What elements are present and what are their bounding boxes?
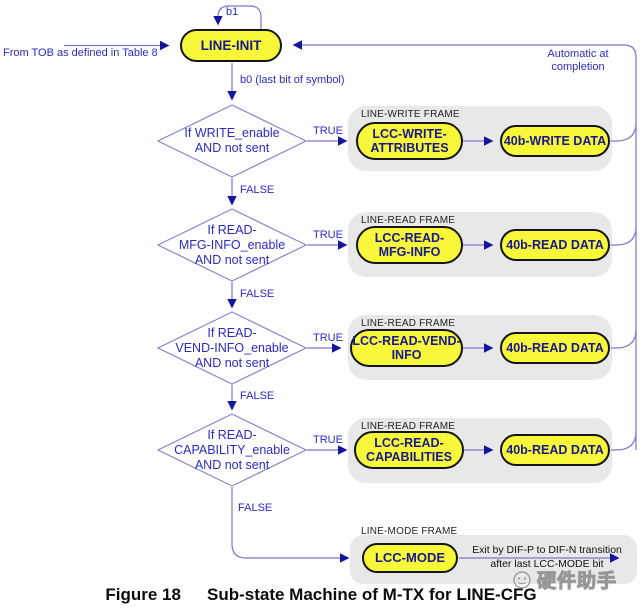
- figure-number: Figure 18: [105, 585, 181, 604]
- return-label: Automatic at completion: [547, 48, 609, 73]
- frame-label-write: LINE-WRITE FRAME: [361, 109, 460, 120]
- watermark: 硬件助手: [512, 566, 617, 593]
- frame-label-read-vend: LINE-READ FRAME: [361, 318, 456, 329]
- true-label-2: TRUE: [313, 229, 343, 241]
- decision-diamond-read-vend: [156, 311, 308, 385]
- false-label-3: FALSE: [240, 390, 275, 402]
- return-arrow: [292, 40, 637, 450]
- state-line-init: LINE-INIT: [180, 29, 282, 62]
- state-40b-read-data-1: 40b-READ DATA: [500, 229, 610, 261]
- watermark-logo-icon: [513, 570, 531, 589]
- false-label-1: FALSE: [240, 184, 275, 196]
- condition-write: If WRITE_enable AND not sent: [184, 126, 280, 155]
- state-lcc-read-capabilities: LCC-READ- CAPABILITIES: [354, 431, 464, 469]
- condition-read-cap: If READ- CAPABILITY_enable AND not sent: [174, 427, 290, 472]
- entry-label: From TOB as defined in Table 8: [3, 47, 158, 59]
- true-label-1: TRUE: [313, 125, 343, 137]
- decision-diamond-read-cap: [156, 413, 308, 487]
- decision-diamond-read-mfg: [156, 208, 308, 282]
- state-40b-read-data-3: 40b-READ DATA: [500, 434, 610, 466]
- false-arrow-4: [231, 487, 350, 563]
- true-label-3: TRUE: [313, 332, 343, 344]
- false-label-4: FALSE: [238, 502, 273, 514]
- condition-read-vend: If READ- VEND-INFO_enable AND not sent: [175, 325, 289, 370]
- rail-link-4: [611, 431, 637, 451]
- state-lcc-mode: LCC-MODE: [362, 543, 458, 573]
- frame-label-read-mfg: LINE-READ FRAME: [361, 215, 456, 226]
- exit-note: Exit by DIF-P to DIF-N transition after …: [472, 544, 622, 570]
- frame-label-read-cap: LINE-READ FRAME: [361, 421, 456, 432]
- rail-link-2: [611, 226, 637, 246]
- rail-link-3: [611, 329, 637, 349]
- state-lcc-read-mfg-info: LCC-READ- MFG-INFO: [356, 226, 463, 264]
- state-lcc-write-attributes: LCC-WRITE- ATTRIBUTES: [356, 122, 463, 160]
- false-label-2: FALSE: [240, 288, 275, 300]
- decision-diamond-write: [156, 104, 308, 178]
- condition-read-mfg: If READ- MFG-INFO_enable AND not sent: [178, 222, 286, 267]
- state-40b-write-data: 40b-WRITE DATA: [500, 125, 610, 157]
- b0-transition-label: b0 (last bit of symbol): [240, 74, 345, 86]
- rail-link-1: [611, 122, 637, 142]
- figure-caption: Figure 18 Sub-state Machine of M-TX for L…: [0, 585, 642, 605]
- watermark-text: 硬件助手: [536, 571, 618, 593]
- true-label-4: TRUE: [313, 434, 343, 446]
- state-lcc-read-vend-info: LCC-READ-VEND- INFO: [350, 329, 463, 367]
- frame-label-mode: LINE-MODE FRAME: [361, 526, 458, 537]
- self-loop-arrow: [213, 5, 262, 29]
- self-loop-label: b1: [226, 6, 239, 18]
- state-40b-read-data-2: 40b-READ DATA: [500, 332, 610, 364]
- figure-title: Sub-state Machine of M-TX for LINE-CFG: [206, 585, 537, 604]
